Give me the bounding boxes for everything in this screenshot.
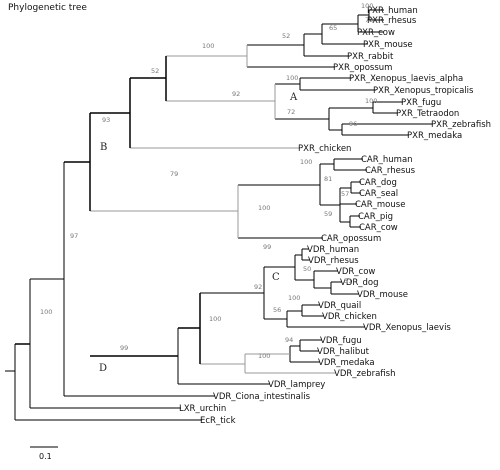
taxon-label: VDR_medaka: [318, 358, 375, 368]
support-value: 52: [282, 32, 290, 40]
taxon-label: PXR_zebrafish: [431, 120, 491, 130]
taxon-label: PXR_rabbit: [347, 52, 394, 62]
support-value: 65: [329, 24, 337, 32]
taxon-label: VDR_halibut: [317, 347, 370, 357]
support-value: 100: [365, 97, 377, 105]
figure-title: Phylogenetic tree: [8, 3, 87, 13]
taxon-label: PXR_mouse: [363, 40, 413, 50]
support-value: 99: [120, 344, 128, 352]
support-value: 99: [263, 243, 271, 251]
support-value: 81: [324, 175, 332, 183]
taxon-label: PXR_rhesus: [367, 16, 417, 26]
support-value: 52: [151, 67, 159, 75]
taxon-label: CAR_mouse: [355, 200, 405, 210]
taxon-label: CAR_rhesus: [365, 166, 416, 176]
taxon-label: VDR_zebrafish: [334, 369, 395, 379]
taxon-label: VDR_rhesus: [308, 256, 359, 266]
taxon-label: VDR_cow: [336, 267, 375, 277]
taxon-label: VDR_quail: [318, 301, 361, 311]
taxon-label: PXR_human: [367, 6, 418, 16]
clade-label: A: [289, 92, 298, 103]
support-value: 100: [258, 204, 270, 212]
support-value: 97: [70, 232, 78, 240]
support-value: 96: [349, 120, 357, 128]
taxon-label: VDR_fugu: [320, 336, 362, 346]
taxon-label: VDR_Ciona_intestinalis: [213, 392, 311, 402]
taxon-label: CAR_dog: [359, 178, 397, 188]
taxon-label: PXR_Xenopus_tropicalis: [373, 86, 474, 96]
support-value: 100: [361, 2, 373, 10]
support-value: 92: [232, 90, 240, 98]
support-value: 72: [287, 108, 295, 116]
tree-branches: [5, 9, 433, 448]
taxon-label: LXR_urchin: [179, 404, 226, 414]
taxon-label: CAR_human: [361, 155, 413, 165]
taxon-label: VDR_human: [307, 245, 359, 255]
taxon-label: CAR_seal: [359, 189, 398, 199]
clade-label: B: [100, 142, 107, 153]
support-value: 72: [365, 16, 373, 24]
support-value: 100: [40, 308, 52, 316]
taxon-label: PXR_medaka: [407, 131, 462, 141]
clade-label: C: [272, 272, 280, 283]
support-value: 100: [202, 42, 214, 50]
taxon-label: PXR_Tetraodon: [396, 109, 459, 119]
support-value: 56: [273, 306, 281, 314]
scale-bar-label: 0.1: [39, 452, 52, 461]
support-value: 59: [324, 210, 332, 218]
support-value: 50: [303, 265, 311, 273]
taxon-label: VDR_Xenopus_laevis: [363, 323, 451, 333]
support-value: 51: [344, 277, 352, 285]
taxon-label: PXR_Xenopus_laevis_alpha: [349, 74, 463, 84]
taxon-label: VDR_dog: [340, 278, 379, 288]
support-value: 92: [254, 283, 262, 291]
taxon-label: VDR_mouse: [357, 290, 408, 300]
support-value: 94: [285, 336, 293, 344]
support-value: 100: [288, 294, 300, 302]
taxon-label: CAR_opossum: [321, 234, 381, 244]
clade-label: D: [99, 363, 107, 374]
taxon-label: PXR_opossum: [333, 63, 392, 73]
support-value: 79: [170, 170, 178, 178]
taxon-label: PXR_chicken: [298, 144, 351, 154]
taxon-label: PXR_cow: [357, 28, 395, 38]
taxon-label: EcR_tick: [200, 416, 236, 426]
tree-labels: PXR_humanPXR_rhesusPXR_cowPXR_mousePXR_r…: [39, 2, 491, 461]
support-value: 100: [300, 158, 312, 166]
taxon-label: CAR_cow: [359, 223, 398, 233]
taxon-label: PXR_fugu: [401, 98, 441, 108]
support-value: 100: [286, 74, 298, 82]
taxon-label: CAR_pig: [358, 212, 393, 222]
support-value: 100: [258, 352, 270, 360]
support-value: 93: [102, 116, 110, 124]
taxon-label: VDR_chicken: [322, 312, 377, 322]
support-value: 57: [341, 190, 349, 198]
taxon-label: VDR_lamprey: [268, 380, 325, 390]
support-value: 100: [209, 315, 221, 323]
